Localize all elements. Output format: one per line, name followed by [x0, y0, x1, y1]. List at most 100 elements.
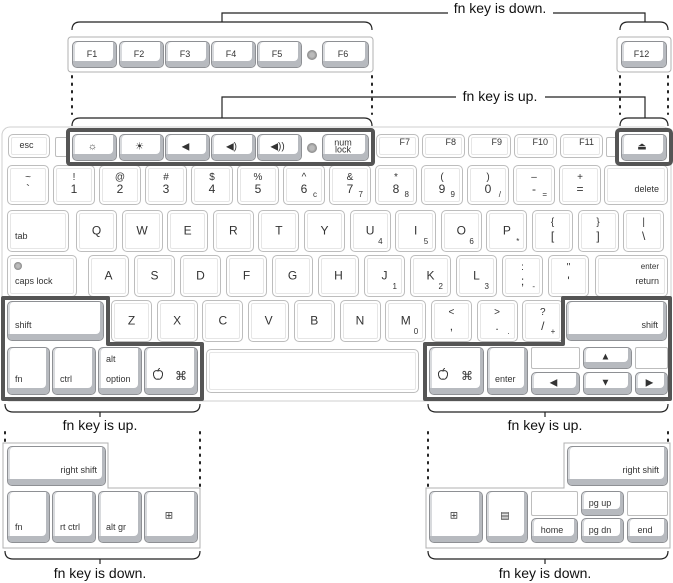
key-tab[interactable]: tab [7, 210, 69, 252]
key-volume-up-icon[interactable]: ◀)) [257, 134, 302, 161]
key--[interactable]: %5 [237, 165, 279, 205]
key-ctrl[interactable]: ctrl [52, 347, 96, 395]
key-x[interactable]: X [156, 300, 198, 342]
key-command-right[interactable]: ⌘ [429, 347, 484, 395]
key-g[interactable]: G [272, 255, 313, 297]
key-p[interactable]: P* [486, 210, 528, 252]
blank-key[interactable] [635, 347, 668, 369]
key-menu[interactable]: ▤ [486, 491, 528, 543]
key-f7[interactable]: F7 [376, 134, 419, 158]
key-y[interactable]: Y [304, 210, 345, 252]
key-right-shift[interactable]: shift [566, 301, 667, 341]
key-f11[interactable]: F11 [560, 134, 603, 158]
key-f9[interactable]: F9 [468, 134, 511, 158]
blank-key[interactable] [531, 491, 578, 516]
key-f12[interactable]: F12 [621, 41, 667, 68]
key-home[interactable]: home [531, 518, 578, 543]
key-d[interactable]: D [180, 255, 221, 297]
key-alt-gr[interactable]: alt gr [98, 491, 142, 543]
key-f6[interactable]: F6 [322, 41, 369, 68]
key-w[interactable]: W [121, 210, 163, 252]
key-mute-icon[interactable]: ◀ [165, 134, 210, 161]
key-r[interactable]: R [212, 210, 254, 252]
key-f[interactable]: F [226, 255, 267, 297]
blank-key[interactable] [627, 491, 668, 516]
key-left-shift[interactable]: shift [7, 301, 104, 341]
key-volume-down-icon[interactable]: ◀) [211, 134, 256, 161]
key-arrow-left[interactable]: ◀ [531, 372, 580, 395]
key--[interactable]: –-= [513, 165, 555, 205]
key-delete[interactable]: delete [604, 165, 668, 205]
key-right-shift-fn[interactable]: right shift [7, 446, 106, 486]
key-end[interactable]: end [627, 518, 668, 543]
key-a[interactable]: A [88, 255, 129, 297]
key-arrow-down[interactable]: ▼ [583, 372, 632, 395]
key-esc[interactable]: esc [8, 134, 50, 158]
key-f2[interactable]: F2 [119, 41, 164, 68]
key-fn[interactable]: fn [7, 347, 50, 395]
key--[interactable]: {[ [532, 210, 573, 252]
key--[interactable]: @2 [99, 165, 141, 205]
key--[interactable]: )0/ [467, 165, 509, 205]
key-fn-fn[interactable]: fn [7, 491, 50, 543]
key-windows[interactable]: ⊞ [144, 491, 198, 543]
key-eject-icon[interactable]: ⏏ [621, 134, 667, 161]
key-f1[interactable]: F1 [72, 41, 117, 68]
key--[interactable]: += [559, 165, 601, 205]
key-n[interactable]: N [339, 300, 381, 342]
key-rt-ctrl[interactable]: rt ctrl [52, 491, 96, 543]
key-space[interactable] [206, 349, 419, 393]
key--[interactable]: >.. [476, 300, 518, 342]
key-pg-up[interactable]: pg up [581, 491, 624, 516]
key-h[interactable]: H [318, 255, 359, 297]
key--[interactable]: #3 [145, 165, 187, 205]
key--[interactable]: |\ [623, 210, 665, 252]
key--[interactable]: $4 [191, 165, 233, 205]
key-f3[interactable]: F3 [165, 41, 210, 68]
key-z[interactable]: Z [111, 300, 152, 342]
key-brightness-up-icon[interactable]: ☀ [119, 134, 164, 161]
key-e[interactable]: E [167, 210, 209, 252]
key-q[interactable]: Q [76, 210, 117, 252]
key--[interactable]: !1 [53, 165, 95, 205]
key-enter[interactable]: enter [487, 347, 528, 395]
key-f10[interactable]: F10 [514, 134, 557, 158]
key--[interactable]: ~` [7, 165, 49, 205]
key-arrow-right[interactable]: ▶ [635, 372, 668, 395]
key-s[interactable]: S [134, 255, 175, 297]
key-c[interactable]: C [202, 300, 244, 342]
key-t[interactable]: T [258, 210, 300, 252]
key-caps-lock[interactable]: caps lock [7, 255, 77, 297]
key-f8[interactable]: F8 [422, 134, 465, 158]
blank-key[interactable] [531, 347, 580, 369]
key-b[interactable]: B [293, 300, 335, 342]
key--[interactable]: :;- [502, 255, 543, 297]
key-f5[interactable]: F5 [257, 41, 302, 68]
key--[interactable]: "' [548, 255, 589, 297]
key-right-shift-fn[interactable]: right shift [567, 446, 668, 486]
key--[interactable]: <, [430, 300, 472, 342]
key-pg-dn[interactable]: pg dn [581, 518, 624, 543]
key--[interactable]: }] [577, 210, 619, 252]
key-command-left[interactable]: ⌘ [144, 347, 198, 395]
key-f4[interactable]: F4 [211, 41, 256, 68]
key-brightness-down-icon[interactable]: ☼ [72, 134, 117, 161]
key-windows[interactable]: ⊞ [429, 491, 483, 543]
key-arrow-up[interactable]: ▲ [583, 347, 632, 369]
key--[interactable]: ?/+ [522, 300, 564, 342]
key-v[interactable]: V [248, 300, 290, 342]
